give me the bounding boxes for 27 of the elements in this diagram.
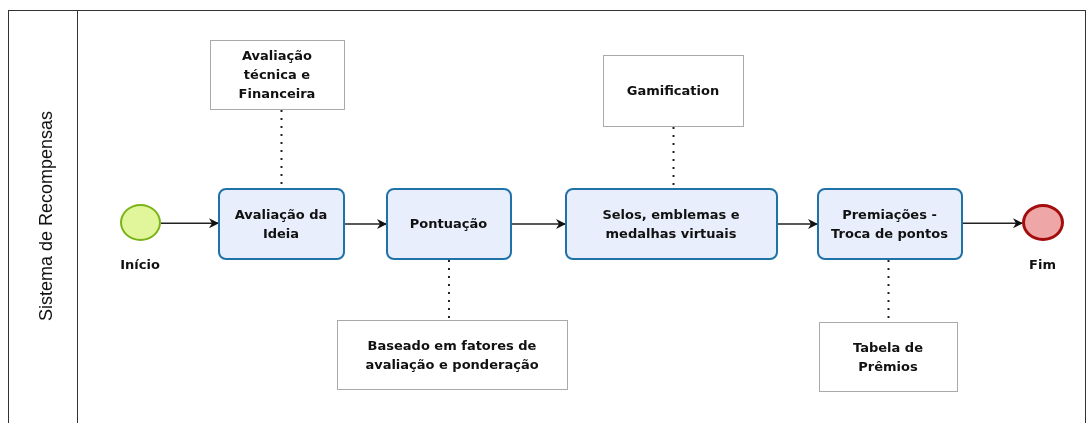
sequence-arrow (344, 219, 387, 229)
pool-lane (8, 10, 1086, 423)
end-event-circle (1021, 203, 1064, 241)
annotation-text: Avaliação técnica e Financeira (237, 47, 317, 103)
task-label: Pontuação (409, 215, 488, 233)
sequence-arrow (160, 218, 219, 229)
task-box (217, 187, 345, 260)
task-box (385, 187, 512, 260)
lane-title: Sistema de Recompensas (36, 110, 56, 322)
event-label: Fim (1029, 255, 1056, 274)
annotation-box (818, 321, 958, 392)
task-box (816, 187, 963, 260)
sequence-arrow (511, 219, 566, 229)
annotation-text: Baseado em fatores de avaliação e ponderação (364, 336, 540, 374)
task-label: Selos, emblemas e medalhas virtuais (601, 205, 741, 243)
annotation-box (602, 54, 744, 127)
event-label: Início (120, 255, 160, 274)
annotation-box (336, 319, 568, 390)
sequence-arrow (777, 219, 818, 229)
annotation-text: Tabela de Prêmios (852, 338, 924, 376)
start-event-circle (119, 203, 161, 241)
task-label: Premiações - Troca de pontos (830, 205, 949, 243)
annotation-text: Gamification (626, 82, 720, 100)
task-label: Avaliação da Ideia (233, 205, 329, 243)
task-box (564, 187, 778, 260)
sequence-arrow (962, 218, 1023, 229)
annotation-box (209, 39, 345, 110)
